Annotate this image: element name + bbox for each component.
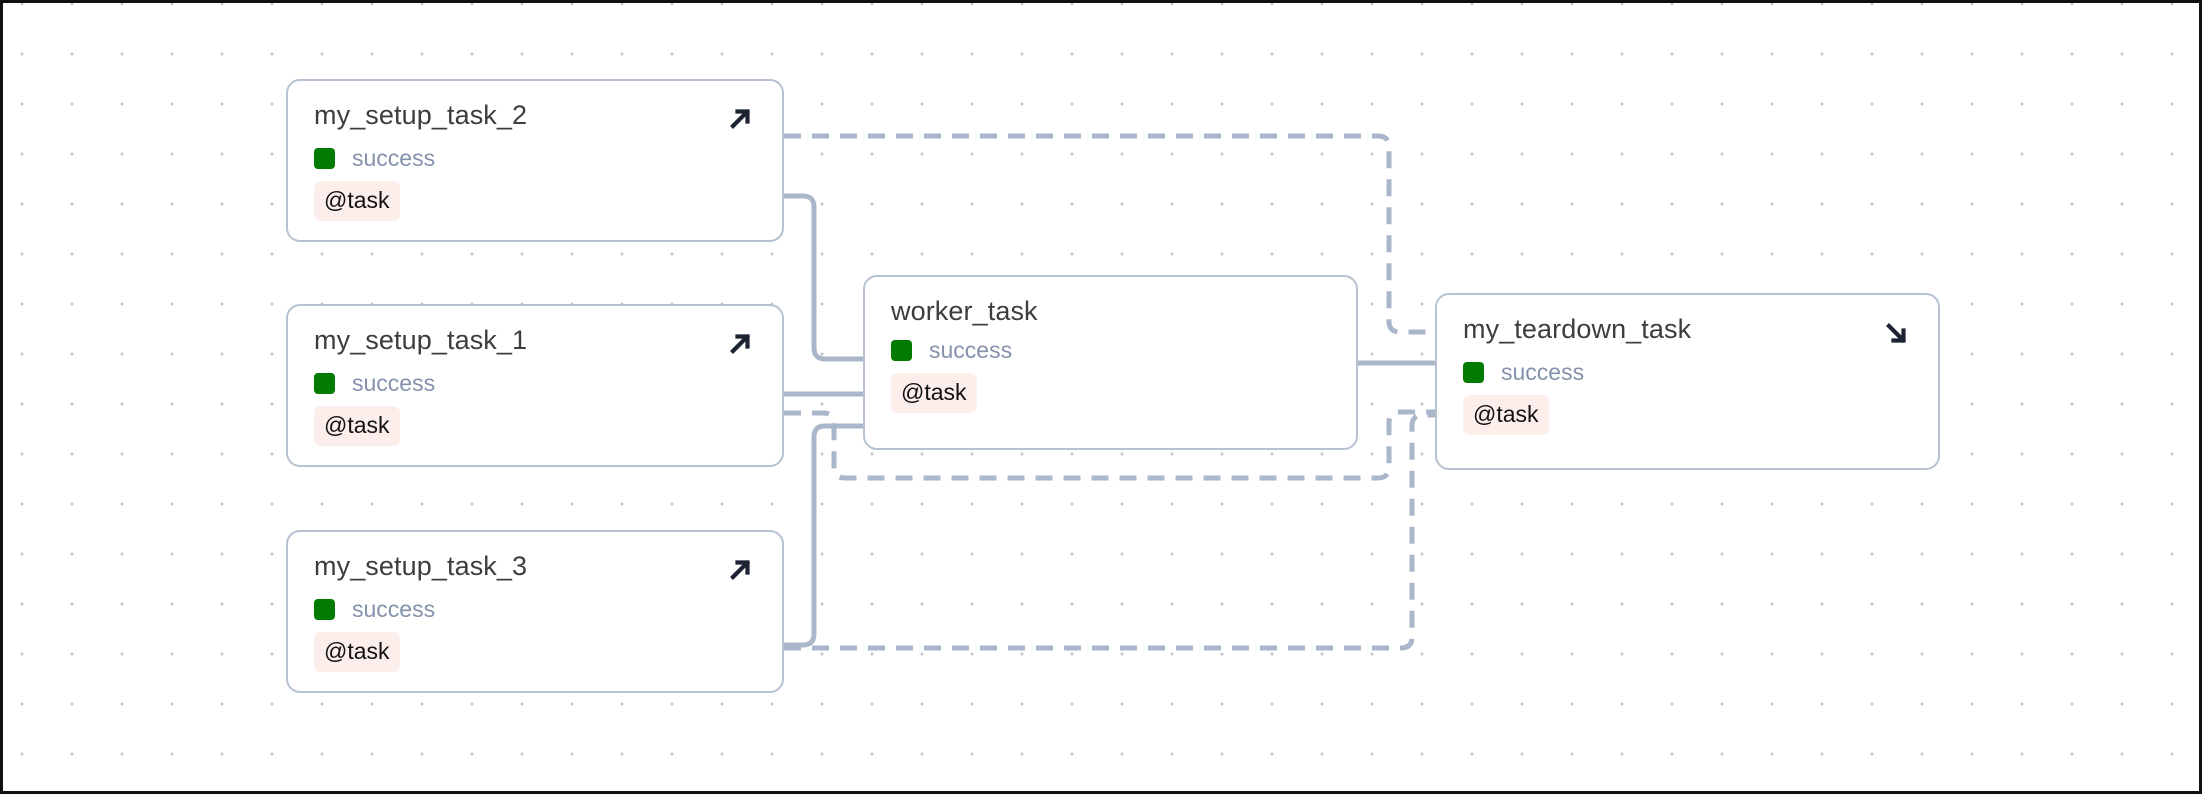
arrow-up-right-icon — [724, 328, 756, 360]
node-status: success — [1463, 361, 1584, 384]
node-title: worker_task — [891, 296, 1038, 326]
status-label: success — [352, 370, 436, 396]
task-node-my-setup-task-3[interactable]: my_setup_task_3 success @task — [286, 530, 784, 693]
status-swatch-success — [891, 339, 912, 361]
arrow-up-right-icon — [724, 103, 756, 135]
node-header: my_teardown_task — [1463, 314, 1912, 349]
node-title: my_teardown_task — [1463, 314, 1692, 344]
status-label: success — [352, 145, 436, 171]
node-header: my_setup_task_1 — [314, 325, 756, 360]
task-type-badge: @task — [314, 181, 400, 221]
status-swatch-success — [314, 599, 335, 620]
task-node-worker-task[interactable]: worker_task success @task — [863, 275, 1358, 450]
task-type-badge: @task — [314, 632, 400, 672]
node-status: success — [891, 336, 1013, 363]
node-status: success — [314, 372, 435, 395]
task-node-my-setup-task-2[interactable]: my_setup_task_2 success @task — [286, 79, 784, 242]
node-title: my_setup_task_3 — [314, 551, 528, 581]
status-label: success — [929, 336, 1013, 363]
node-header: worker_task — [891, 296, 1330, 327]
node-title: my_setup_task_2 — [314, 100, 528, 130]
task-node-my-setup-task-1[interactable]: my_setup_task_1 success @task — [286, 304, 784, 467]
node-status: success — [314, 598, 435, 621]
task-node-my-teardown-task[interactable]: my_teardown_task success @task — [1435, 293, 1940, 470]
status-swatch-success — [314, 373, 335, 394]
edge-setup2-to-worker — [784, 193, 863, 362]
task-type-badge: @task — [891, 372, 977, 413]
node-header: my_setup_task_2 — [314, 100, 756, 135]
status-label: success — [1501, 359, 1585, 385]
status-label: success — [352, 596, 436, 622]
task-type-badge: @task — [314, 406, 400, 446]
arrow-down-right-icon — [1880, 317, 1912, 349]
arrow-up-right-icon — [724, 554, 756, 586]
node-status: success — [314, 147, 435, 170]
task-type-badge: @task — [1463, 395, 1549, 435]
node-title: my_setup_task_1 — [314, 325, 528, 355]
node-header: my_setup_task_3 — [314, 551, 756, 586]
edge-setup3-to-worker — [784, 423, 863, 648]
status-swatch-success — [1463, 362, 1484, 383]
status-swatch-success — [314, 148, 335, 169]
